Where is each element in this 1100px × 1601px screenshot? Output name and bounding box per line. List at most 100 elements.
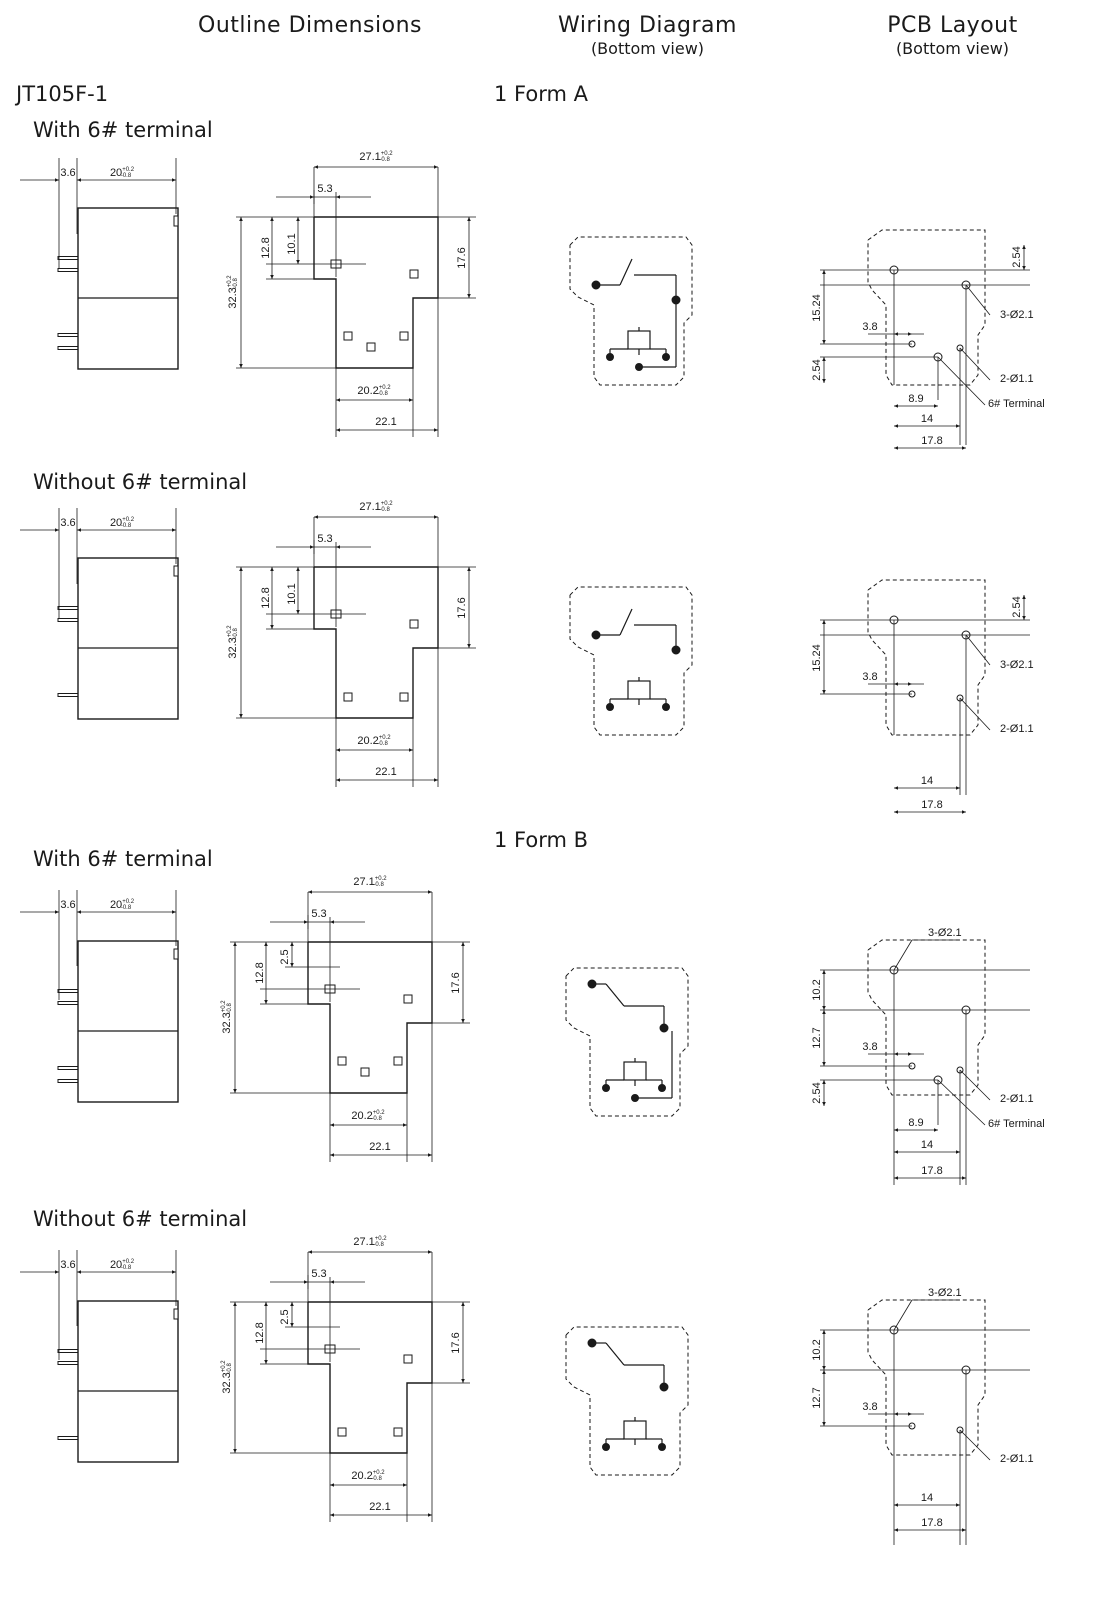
dimension-label: 32.3+0.2-0.8 xyxy=(227,275,239,309)
arrowhead xyxy=(822,379,826,383)
pin xyxy=(57,989,79,993)
contact xyxy=(671,645,681,655)
relay-footprint xyxy=(867,229,986,386)
arrowhead xyxy=(310,545,314,549)
relay-outline xyxy=(307,1301,433,1454)
contact xyxy=(662,353,670,361)
relay-footprint xyxy=(867,579,986,736)
arrowhead xyxy=(310,195,314,199)
pin xyxy=(57,1066,79,1070)
arrowhead xyxy=(428,890,432,894)
latch xyxy=(173,1308,179,1320)
pin xyxy=(57,333,79,337)
dimension-label: 32.3+0.2-0.8 xyxy=(221,1360,233,1394)
dimension-label: 22.1 xyxy=(369,1141,390,1153)
arrowhead xyxy=(822,340,826,344)
line xyxy=(959,697,991,731)
arrowhead xyxy=(314,515,318,519)
dimension-label: 17.6 xyxy=(456,247,468,268)
terminal-pad xyxy=(360,1067,370,1077)
arrowhead xyxy=(336,428,340,432)
dimension-label: 2.54 xyxy=(1011,596,1023,617)
tolerance-plus: +0.2 xyxy=(375,876,388,882)
arrowhead xyxy=(956,1150,960,1154)
dimension-label: 6# Terminal xyxy=(988,1118,1045,1130)
dimension-label: 27.1+0.2-0.8 xyxy=(353,876,387,888)
dimension-label: 3.8 xyxy=(862,1041,877,1053)
arrowhead xyxy=(894,1150,898,1154)
tolerance-plus: +0.2 xyxy=(379,385,392,391)
arrowhead xyxy=(239,714,243,718)
arrowhead xyxy=(962,1528,966,1532)
arrowhead xyxy=(55,528,59,532)
arrowhead xyxy=(894,404,898,408)
arrowhead xyxy=(336,398,340,402)
arrowhead xyxy=(956,1503,960,1507)
outline-view: 27.1+0.2-0.820.2+0.2-0.822.132.3+0.2-0.8… xyxy=(221,876,470,1162)
tolerance-minus: -0.8 xyxy=(371,1116,382,1122)
arrowhead xyxy=(290,1323,294,1327)
arrowhead xyxy=(467,294,471,298)
relay-body xyxy=(77,940,179,1103)
dimension-label: 14 xyxy=(921,1492,933,1504)
arrowhead xyxy=(894,424,898,428)
dimension-label: 17.8 xyxy=(921,1517,942,1529)
arrowhead xyxy=(822,1010,826,1014)
arrowhead xyxy=(956,786,960,790)
wiring-bottom-view-label: (Bottom view) xyxy=(590,39,705,58)
dimension-label: 17.8 xyxy=(921,799,942,811)
arrowhead xyxy=(330,1513,334,1517)
dimension-label: 27.1+0.2-0.8 xyxy=(359,151,393,163)
tolerance-minus: -0.8 xyxy=(373,1242,384,1248)
tolerance-plus: +0.2 xyxy=(221,1000,227,1013)
arrowhead xyxy=(264,1000,268,1004)
arrowhead xyxy=(894,1412,898,1416)
tolerance-minus: -0.8 xyxy=(121,1265,132,1271)
relay-footprint xyxy=(569,586,693,736)
terminal-pad xyxy=(399,692,409,702)
dimension-label: 3.6 xyxy=(60,517,75,529)
coil xyxy=(623,1420,647,1440)
relay-body xyxy=(77,207,179,370)
arrowhead xyxy=(77,1270,81,1274)
arrowhead xyxy=(434,515,438,519)
contact xyxy=(631,1094,639,1102)
arrowhead xyxy=(822,970,826,974)
line xyxy=(619,258,633,286)
dimension-label: 5.3 xyxy=(317,183,332,195)
arrowhead xyxy=(296,260,300,264)
arrowhead xyxy=(908,682,912,686)
arrowhead xyxy=(409,398,413,402)
arrowhead xyxy=(894,682,898,686)
contact xyxy=(662,703,670,711)
dimension-label: 10.1 xyxy=(286,583,298,604)
terminal-pad xyxy=(409,269,419,279)
arrowhead xyxy=(330,920,334,924)
arrowhead xyxy=(434,778,438,782)
arrowhead xyxy=(428,1153,432,1157)
tolerance-plus: +0.2 xyxy=(375,1236,388,1242)
dimension-label: 6# Terminal xyxy=(988,398,1045,410)
arrowhead xyxy=(172,910,176,914)
tolerance-plus: +0.2 xyxy=(227,275,233,288)
terminal-pad xyxy=(337,1427,347,1437)
dimension-label: 3.6 xyxy=(60,167,75,179)
line xyxy=(893,1299,913,1331)
arrowhead xyxy=(822,1102,826,1106)
wiring-diagram xyxy=(569,586,693,736)
terminal-pad xyxy=(399,331,409,341)
line xyxy=(965,284,991,316)
line xyxy=(959,347,991,381)
arrowhead xyxy=(308,1250,312,1254)
contact xyxy=(606,703,614,711)
arrowhead xyxy=(314,165,318,169)
line xyxy=(937,1079,986,1126)
arrowhead xyxy=(77,528,81,532)
arrowhead xyxy=(822,357,826,361)
pin xyxy=(57,1349,79,1353)
arrowhead xyxy=(822,1370,826,1374)
latch xyxy=(173,565,179,577)
